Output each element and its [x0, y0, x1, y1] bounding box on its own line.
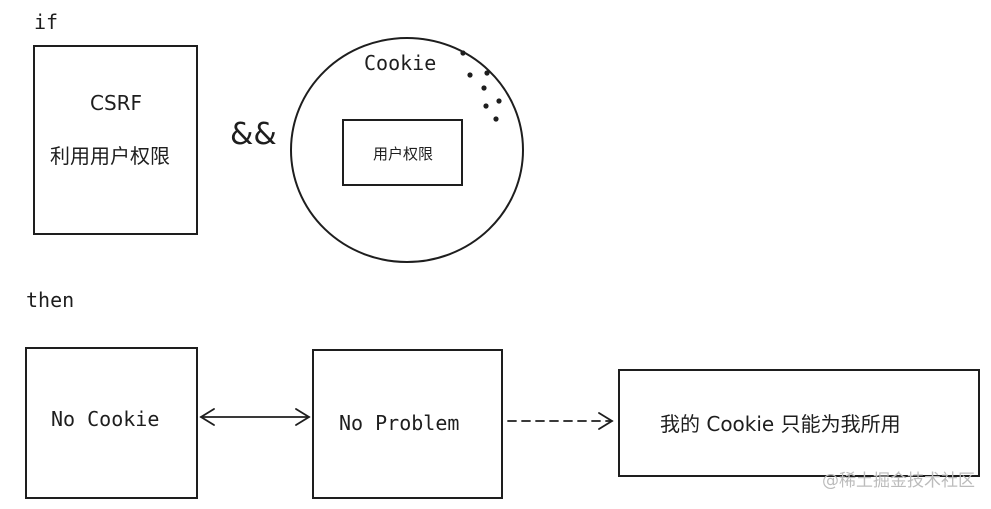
no-problem-label: No Problem: [339, 411, 460, 435]
and-operator: &&: [230, 117, 277, 152]
cookie-title: Cookie: [364, 51, 437, 75]
cookie-inner-box: [342, 119, 463, 186]
cookie-circle: [290, 37, 524, 263]
csrf-title: CSRF: [90, 91, 143, 115]
result-label: 我的 Cookie 只能为我所用: [660, 412, 901, 436]
dashed-arrow: [507, 412, 614, 430]
no-problem-box: [312, 349, 503, 499]
cookie-crumbs: [460, 50, 502, 122]
csrf-box: [33, 45, 198, 235]
no-cookie-box: [25, 347, 198, 499]
watermark-text: @稀土掘金技术社区: [822, 471, 975, 491]
then-keyword: then: [26, 288, 75, 312]
if-keyword: if: [34, 10, 59, 34]
double-arrow: [199, 408, 311, 426]
no-cookie-label: No Cookie: [51, 407, 160, 431]
result-box: [618, 369, 980, 477]
csrf-subtitle: 利用用户权限: [50, 144, 170, 168]
cookie-inner-box-label: 用户权限: [373, 145, 434, 163]
